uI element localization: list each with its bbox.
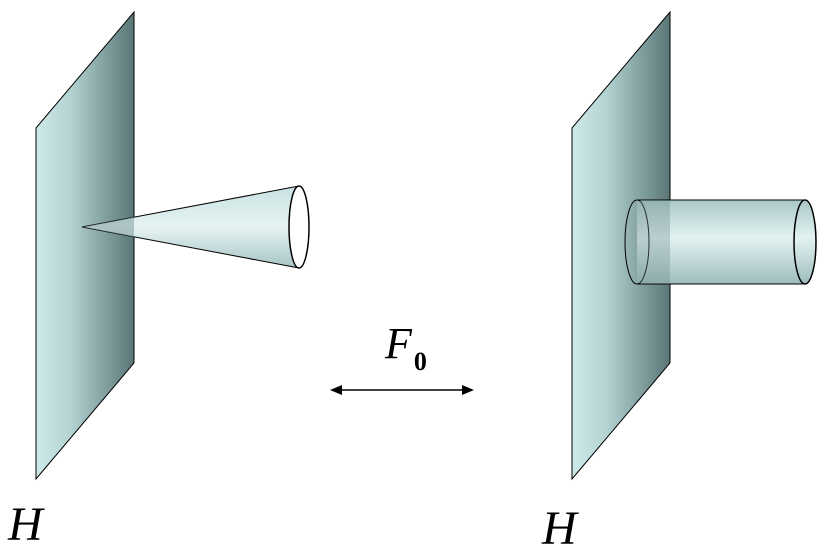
right-plane-label: H	[541, 502, 579, 550]
map-label-subscript: 0	[414, 347, 427, 376]
left-plane	[35, 10, 135, 481]
cylinder-front-ellipse	[793, 199, 817, 285]
cone-shadow-on-plane	[82, 217, 134, 237]
map-annotation: F0	[330, 319, 474, 395]
map-label: F0	[384, 319, 427, 376]
right-plane	[571, 10, 671, 481]
left-plane-label: H	[7, 498, 45, 550]
cylinder-shadow-on-plane	[637, 201, 670, 283]
left-plane-group	[35, 10, 310, 481]
right-plane-group	[571, 10, 817, 481]
cylinder-body	[637, 200, 805, 284]
cone-base-ellipse	[288, 185, 310, 269]
cylinder-back-ellipse	[624, 199, 650, 285]
